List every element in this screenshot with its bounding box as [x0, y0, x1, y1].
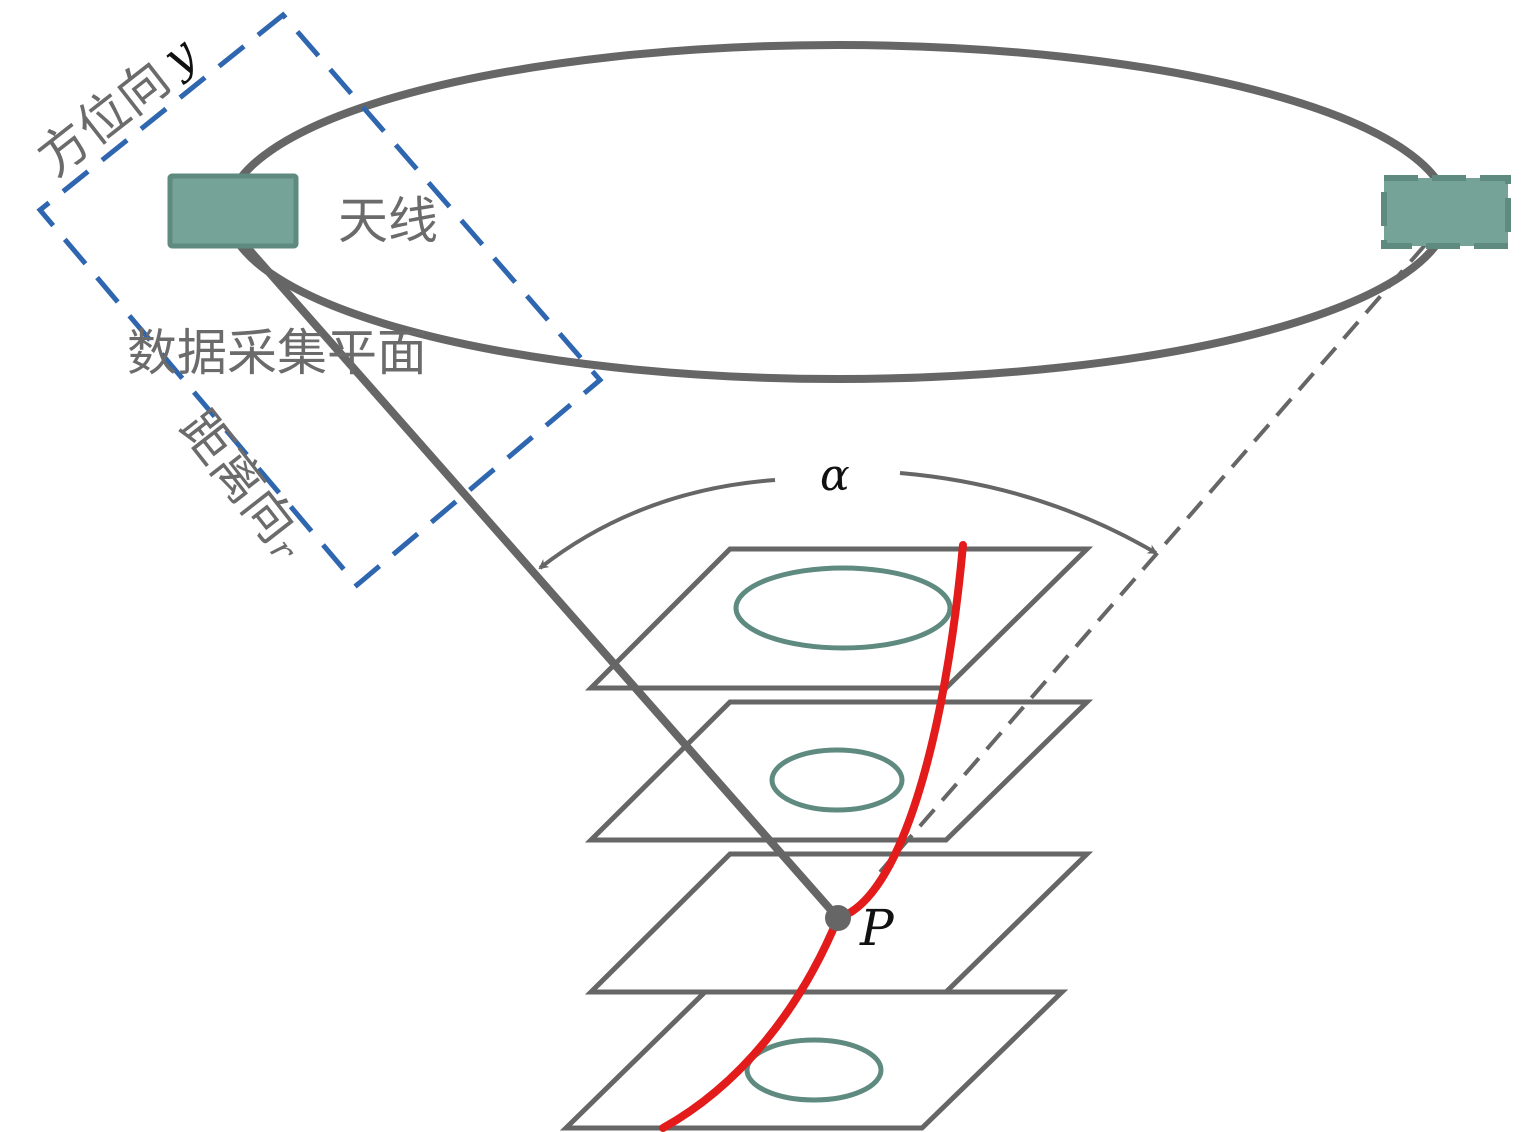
antenna-right	[1381, 175, 1511, 249]
slice-plane-4	[559, 989, 1069, 1131]
azimuth-label: 方位向 y	[27, 26, 207, 188]
slice-ellipse-4	[744, 1037, 884, 1103]
acquisition-plane-box	[36, 11, 604, 589]
range-label: 距离向 r	[169, 400, 307, 570]
angle-arc-right	[899, 471, 1158, 555]
antenna-left	[167, 173, 299, 249]
slice-plane-2	[584, 699, 1094, 843]
trajectory-curve	[659, 541, 967, 1132]
point-p-label: P	[859, 899, 895, 957]
slice-ellipse-2	[769, 747, 905, 813]
acquisition-plane-label: 数据采集平面	[127, 324, 427, 382]
angle-arc-left	[538, 478, 776, 570]
range-text: 距离向	[169, 400, 307, 554]
beam-line-solid	[241, 242, 842, 921]
angle-label: α	[820, 450, 850, 501]
slice-ellipse-1	[733, 565, 953, 651]
point-p-marker	[825, 905, 851, 931]
beam-line-dashed	[878, 243, 1427, 874]
antenna-label: 天线	[338, 192, 438, 250]
